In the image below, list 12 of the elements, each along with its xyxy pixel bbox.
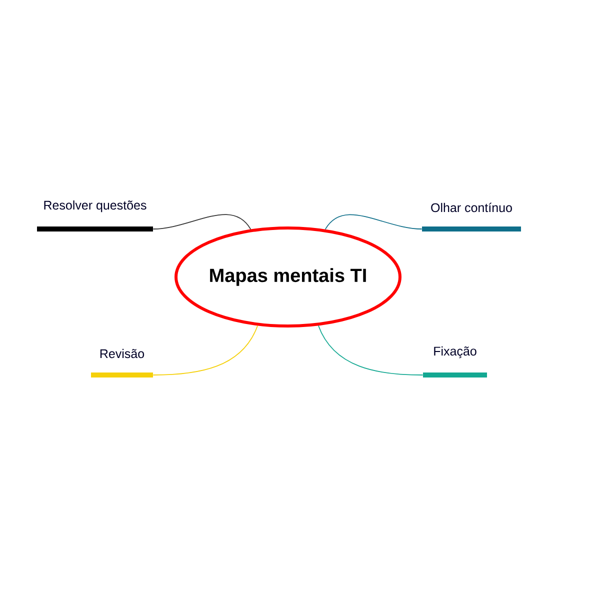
branch-line — [324, 214, 422, 230]
node-label: Resolver questões — [44, 200, 146, 212]
branch-line — [152, 325, 258, 376]
node-label: Revisão — [100, 348, 144, 358]
branch-bar: Olhar contínuo — [422, 202, 521, 232]
branch-line — [152, 214, 252, 230]
branch-line — [318, 325, 424, 376]
node-label: Fixação — [434, 346, 476, 358]
node-label: Olhar contínuo — [431, 202, 512, 212]
branch-bar: Resolver questões — [37, 200, 153, 232]
branch-bar: Revisão — [91, 348, 153, 378]
branch-bar: Fixação — [423, 346, 487, 378]
